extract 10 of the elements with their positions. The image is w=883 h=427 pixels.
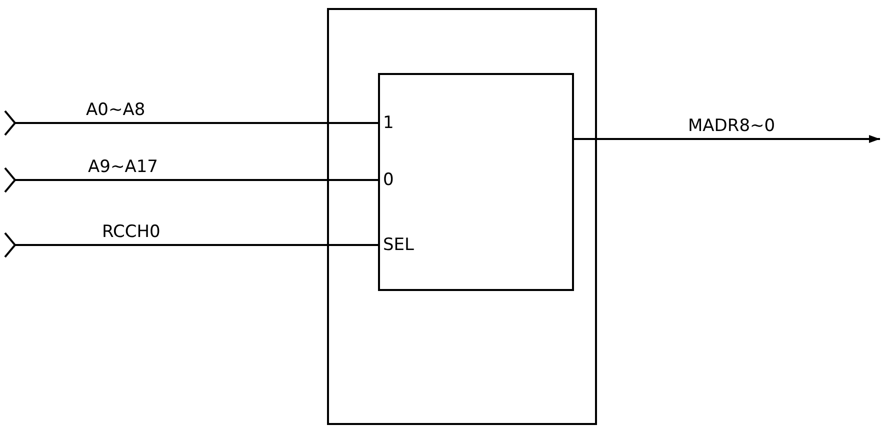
edge-label: A0~A8: [86, 102, 146, 119]
signal-line: [4, 232, 378, 258]
edge-label: A9~A17: [88, 159, 158, 176]
signal-line: [4, 110, 378, 136]
edge-label: MADR8~0: [688, 118, 776, 135]
multiplexer-box: [378, 73, 574, 291]
edge-label: RCCH0: [102, 224, 160, 241]
module-box: [327, 8, 597, 425]
signal-line: [574, 135, 880, 143]
signal-line: [4, 167, 378, 193]
